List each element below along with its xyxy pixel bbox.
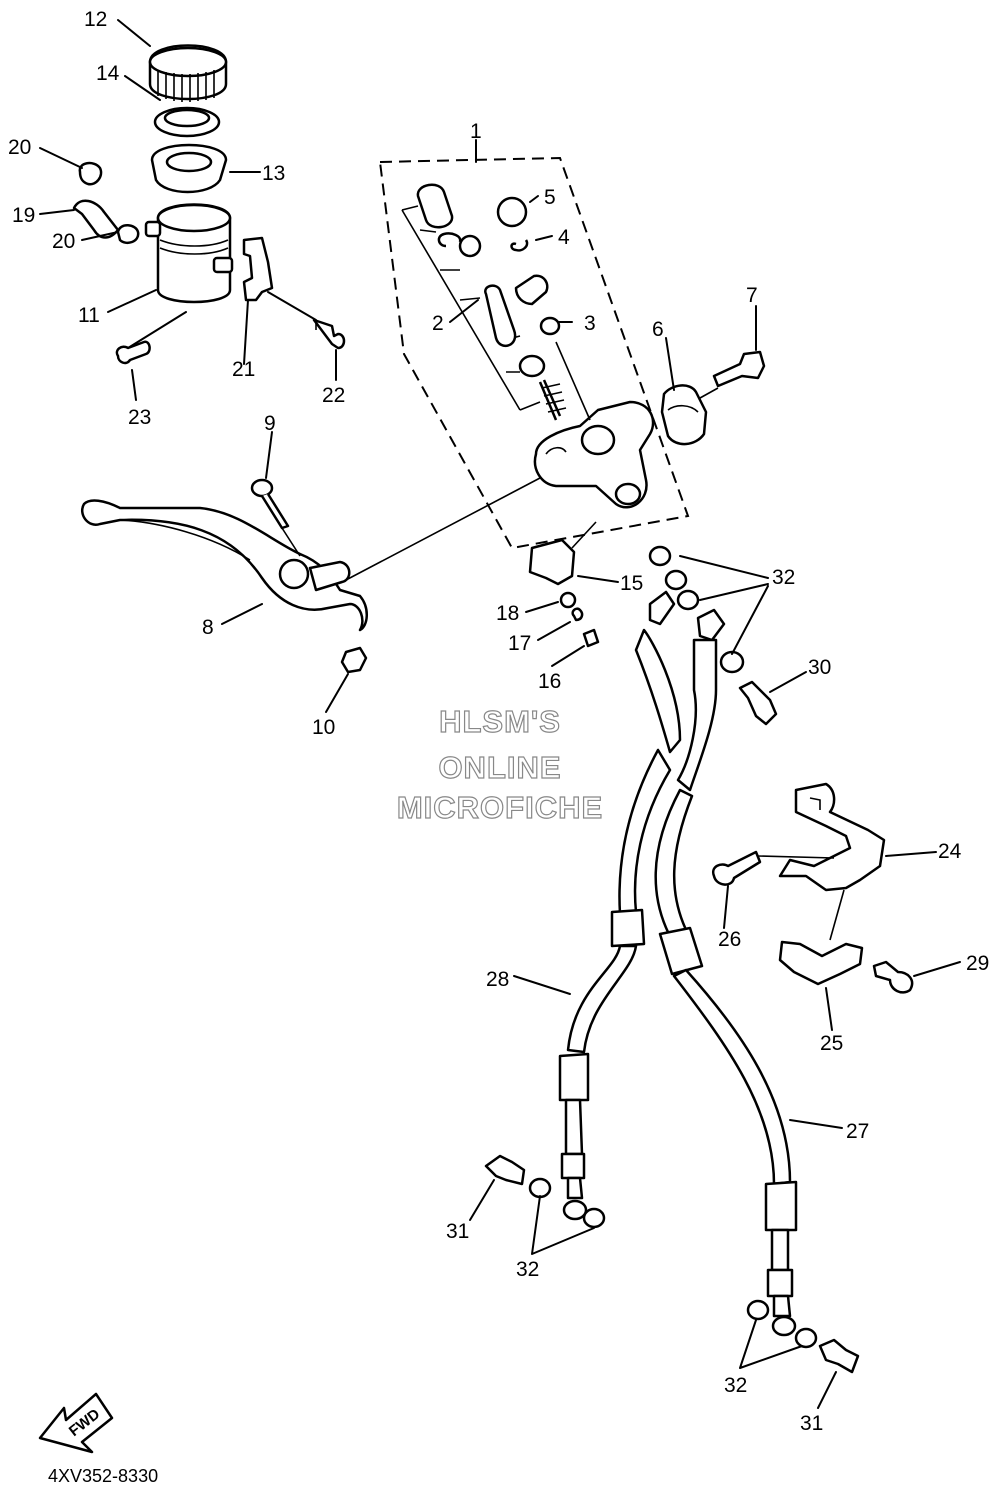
- callout-5: 5: [544, 186, 556, 209]
- pivot-bolt: [250, 478, 290, 530]
- brake-hose-27: [654, 608, 798, 1337]
- tank-screw: [115, 340, 151, 365]
- bracket-screw: [312, 318, 346, 350]
- callout-6: 6: [652, 318, 664, 341]
- callout-31a: 31: [446, 1220, 469, 1243]
- brake-switch: [528, 538, 576, 586]
- handlebar-clamp: [660, 384, 708, 446]
- brake-hose-28: [558, 590, 682, 1221]
- lever-nut: [340, 646, 368, 674]
- callout-19: 19: [12, 204, 35, 227]
- callout-32c: 32: [724, 1374, 747, 1397]
- callout-28: 28: [486, 968, 509, 991]
- diaphragm: [150, 143, 228, 194]
- hose-clip: [78, 161, 140, 244]
- hose-bracket-24: [778, 782, 886, 892]
- callout-9: 9: [264, 412, 276, 435]
- reservoir-hose: [72, 199, 120, 239]
- watermark-line1: HLSM'S: [439, 704, 561, 739]
- reservoir-cap: [148, 44, 228, 102]
- bracket-bolt-26: [711, 850, 762, 886]
- diagram-code: 4XV352-8330: [48, 1466, 158, 1486]
- watermark-line2: ONLINE: [438, 750, 561, 785]
- callout-26: 26: [718, 928, 741, 951]
- callout-18: 18: [496, 602, 519, 625]
- reservoir-tank: [144, 203, 234, 304]
- callout-4: 4: [558, 226, 570, 249]
- switch-screw: [582, 628, 600, 648]
- callout-2: 2: [432, 312, 444, 335]
- callout-7: 7: [746, 284, 758, 307]
- callout-20a: 20: [8, 136, 31, 159]
- cap-plate: [153, 106, 221, 138]
- callout-14: 14: [96, 62, 120, 85]
- callout-20b: 20: [52, 230, 75, 253]
- piston-parts: [416, 183, 567, 421]
- reservoir-bracket: [242, 236, 274, 302]
- callout-32a: 32: [772, 566, 795, 589]
- callout-3: 3: [584, 312, 596, 335]
- callout-11: 11: [78, 304, 100, 327]
- callout-16: 16: [538, 670, 561, 693]
- watermark-line3: MICROFICHE: [397, 790, 603, 825]
- callout-27: 27: [846, 1120, 869, 1143]
- callout-15: 15: [620, 572, 643, 595]
- bracket-bolt-29: [872, 960, 914, 994]
- callout-13: 13: [262, 162, 285, 185]
- master-cylinder-body: [533, 400, 655, 509]
- union-bolt-30: [738, 680, 778, 726]
- callout-25: 25: [820, 1032, 843, 1055]
- callout-31b: 31: [800, 1412, 823, 1435]
- hose-bracket-25: [778, 940, 864, 986]
- callout-1: 1: [470, 120, 482, 143]
- callout-22: 22: [322, 384, 345, 407]
- clamp-bolt: [712, 350, 766, 388]
- brake-lever: [81, 499, 368, 632]
- switch-washer: [559, 591, 577, 609]
- callout-21: 21: [232, 358, 255, 381]
- callout-23: 23: [128, 406, 151, 429]
- callout-10: 10: [312, 716, 335, 739]
- callout-24: 24: [938, 840, 962, 863]
- callout-12: 12: [84, 8, 107, 31]
- callout-8: 8: [202, 616, 214, 639]
- callout-17: 17: [508, 632, 531, 655]
- switch-spring: [571, 607, 584, 622]
- union-bolts-31: [484, 1154, 860, 1374]
- fwd-arrow-icon: [38, 1392, 114, 1454]
- callout-32b: 32: [516, 1258, 539, 1281]
- callout-30: 30: [808, 656, 831, 679]
- callout-29: 29: [966, 952, 989, 975]
- cylinder-kit-outline: [378, 156, 690, 550]
